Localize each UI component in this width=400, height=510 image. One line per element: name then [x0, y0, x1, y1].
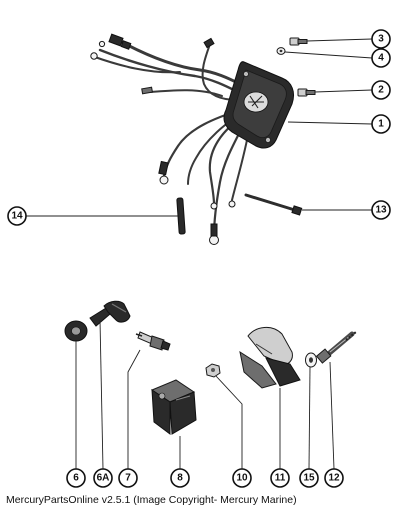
callout-8-label: 8: [177, 473, 183, 484]
callout-2-label: 2: [378, 85, 384, 96]
callout-11: 11: [270, 468, 290, 488]
callout-3: 3: [371, 29, 391, 49]
callout-4: 4: [371, 48, 391, 68]
callout-1: 1: [371, 114, 391, 134]
bolt-part-12: [315, 331, 357, 364]
nut-part-10: [205, 363, 221, 378]
callout-15-label: 15: [303, 473, 315, 484]
screw-part-3: [289, 37, 308, 46]
callout-12: 12: [324, 468, 344, 488]
screw-part-2: [297, 88, 316, 97]
sleeve-part-14: [176, 197, 186, 235]
leader-lines: [26, 38, 373, 470]
callout-6-label: 6: [73, 473, 79, 484]
spark-plug-boot-part-6a: [89, 300, 131, 327]
washer-part-4: [276, 47, 286, 55]
callout-6: 6: [66, 468, 86, 488]
copyright-caption: MercuryPartsOnline v2.5.1 (Image Copyrig…: [6, 494, 297, 506]
callout-4-label: 4: [378, 53, 384, 64]
washer-part-15: [305, 352, 317, 368]
callout-10: 10: [232, 468, 252, 488]
callout-1-label: 1: [378, 119, 384, 130]
callout-3-label: 3: [378, 34, 384, 45]
wiring-harness: [90, 33, 251, 245]
callout-7-label: 7: [125, 473, 131, 484]
callout-8: 8: [170, 468, 190, 488]
callout-10-label: 10: [236, 473, 248, 484]
coil-part-8: [150, 379, 197, 435]
clamp-part-11: [239, 327, 301, 389]
callout-13: 13: [371, 200, 391, 220]
callout-14: 14: [7, 206, 27, 226]
callout-6a-label: 6A: [97, 473, 110, 484]
callout-7: 7: [118, 468, 138, 488]
callout-15: 15: [299, 468, 319, 488]
callout-11-label: 11: [275, 473, 286, 484]
callout-14-label: 14: [11, 211, 23, 222]
callout-2: 2: [371, 80, 391, 100]
bolt-part-13: [244, 193, 303, 216]
boot-cap-part-6: [64, 320, 88, 342]
spark-plug-part-7: [135, 331, 171, 351]
callout-6a: 6A: [93, 468, 113, 488]
callout-13-label: 13: [375, 205, 387, 216]
switch-box: [223, 61, 295, 149]
callout-12-label: 12: [328, 473, 340, 484]
